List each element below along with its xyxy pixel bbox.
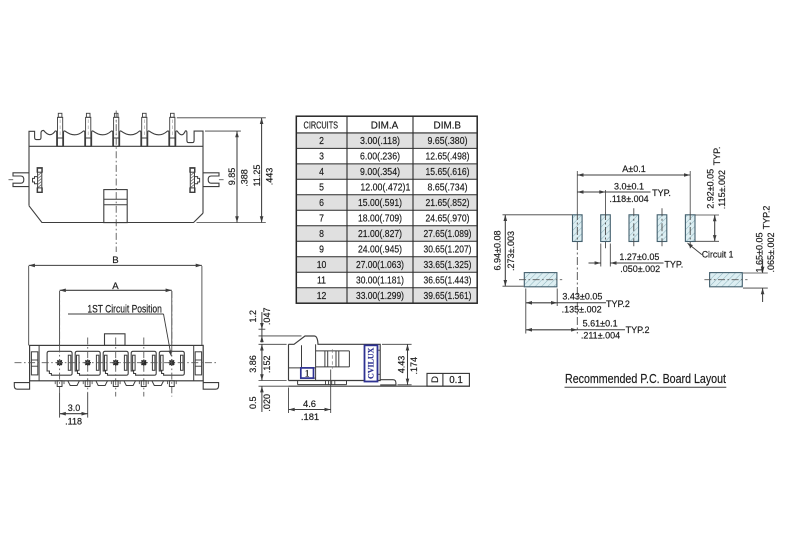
svg-text:3.0±0.1: 3.0±0.1	[614, 181, 644, 191]
svg-text:1.27±0.05: 1.27±0.05	[619, 252, 659, 262]
svg-text:.152: .152	[262, 356, 272, 374]
svg-text:CIRCUITS: CIRCUITS	[304, 120, 339, 131]
svg-text:18.00(.709): 18.00(.709)	[358, 214, 402, 225]
svg-text:.020: .020	[262, 394, 272, 412]
svg-text:24.65(.970): 24.65(.970)	[426, 214, 470, 225]
svg-text:1.2: 1.2	[248, 310, 258, 323]
svg-text:2.92±0.05: 2.92±0.05	[706, 169, 716, 209]
svg-text:6.94±0.08: 6.94±0.08	[493, 231, 503, 271]
svg-text:.118±.004: .118±.004	[609, 194, 648, 204]
svg-text:.115±.002: .115±.002	[717, 170, 727, 209]
svg-text:36.65(1.443): 36.65(1.443)	[424, 276, 472, 287]
svg-text:33.65(1.325): 33.65(1.325)	[424, 260, 472, 271]
svg-text:8: 8	[319, 228, 324, 240]
svg-text:4.6: 4.6	[303, 398, 316, 409]
svg-text:TYP.: TYP.	[712, 147, 722, 166]
svg-text:9: 9	[319, 244, 324, 256]
svg-text:39.65(1.561): 39.65(1.561)	[424, 291, 472, 302]
svg-text:9.85: 9.85	[227, 168, 237, 186]
svg-text:12.00(.472)1: 12.00(.472)1	[360, 183, 410, 194]
svg-text:3.86: 3.86	[248, 355, 258, 373]
svg-text:0.1: 0.1	[449, 375, 463, 386]
svg-text:7: 7	[319, 213, 324, 225]
svg-text:A: A	[112, 281, 119, 292]
svg-text:CVILUX: CVILUX	[366, 347, 376, 379]
svg-text:.050±.002: .050±.002	[620, 264, 660, 274]
svg-text:DIM.B: DIM.B	[434, 120, 462, 131]
svg-text:4: 4	[319, 167, 324, 179]
svg-text:15.65(.616): 15.65(.616)	[426, 167, 470, 178]
svg-text:8.65(.734): 8.65(.734)	[428, 183, 468, 194]
svg-text:.443: .443	[265, 168, 275, 186]
svg-text:A±0.1: A±0.1	[622, 164, 645, 174]
svg-text:0.5: 0.5	[248, 397, 258, 410]
svg-text:10: 10	[317, 259, 327, 271]
svg-text:9.00(.354): 9.00(.354)	[360, 167, 400, 178]
svg-text:.273±.003: .273±.003	[506, 231, 516, 271]
svg-text:1: 1	[305, 369, 310, 380]
svg-text:33.00(1.299): 33.00(1.299)	[356, 291, 404, 302]
svg-text:30.00(1.181): 30.00(1.181)	[356, 276, 404, 287]
svg-text:Circuit 1: Circuit 1	[702, 249, 734, 259]
svg-text:3: 3	[319, 151, 324, 163]
svg-text:D: D	[430, 376, 441, 383]
svg-text:5.61±0.1: 5.61±0.1	[583, 319, 618, 329]
svg-text:24.00(.945): 24.00(.945)	[358, 245, 402, 256]
svg-text:6: 6	[319, 197, 324, 209]
svg-text:11: 11	[317, 275, 326, 287]
svg-text:.135±.002: .135±.002	[562, 305, 602, 315]
svg-text:.065±.002: .065±.002	[766, 233, 776, 273]
svg-text:12.65(.498): 12.65(.498)	[426, 152, 470, 163]
svg-text:TYP.2: TYP.2	[762, 206, 772, 230]
svg-text:2: 2	[319, 136, 324, 148]
svg-text:1ST Circuit Position: 1ST Circuit Position	[87, 303, 162, 315]
svg-text:Recommended P.C. Board Layout: Recommended P.C. Board Layout	[565, 371, 726, 386]
svg-text:27.65(1.089): 27.65(1.089)	[424, 229, 472, 240]
svg-text:.174: .174	[409, 357, 419, 375]
svg-text:30.65(1.207): 30.65(1.207)	[424, 245, 472, 256]
svg-text:9.65(.380): 9.65(.380)	[428, 136, 468, 147]
svg-text:1.65±0.05: 1.65±0.05	[755, 233, 765, 273]
svg-text:21.00(.827): 21.00(.827)	[358, 229, 402, 240]
svg-text:27.00(1.063): 27.00(1.063)	[356, 260, 404, 271]
svg-text:.388: .388	[240, 169, 250, 187]
svg-text:12: 12	[317, 290, 327, 302]
svg-text:TYP.2: TYP.2	[626, 325, 650, 335]
svg-text:3.43±0.05: 3.43±0.05	[562, 292, 602, 302]
svg-text:.118: .118	[65, 416, 82, 426]
svg-text:21.65(.852): 21.65(.852)	[426, 198, 470, 209]
svg-text:15.00(.591): 15.00(.591)	[358, 198, 402, 209]
svg-text:5: 5	[319, 182, 324, 194]
svg-text:.211±.004: .211±.004	[581, 331, 620, 341]
svg-text:TYP.2: TYP.2	[606, 299, 630, 309]
svg-text:TYP.: TYP.	[664, 259, 683, 269]
svg-text:11.25: 11.25	[252, 165, 262, 187]
svg-text:3.0: 3.0	[68, 403, 81, 413]
svg-text:3.00(.118): 3.00(.118)	[360, 136, 400, 147]
svg-text:6.00(.236): 6.00(.236)	[360, 152, 400, 163]
svg-text:TYP.: TYP.	[652, 188, 671, 198]
svg-text:.181: .181	[301, 411, 319, 422]
svg-text:B: B	[112, 255, 118, 266]
svg-text:4.43: 4.43	[396, 356, 406, 374]
svg-text:DIM.A: DIM.A	[371, 120, 399, 131]
svg-text:.047: .047	[262, 308, 272, 326]
